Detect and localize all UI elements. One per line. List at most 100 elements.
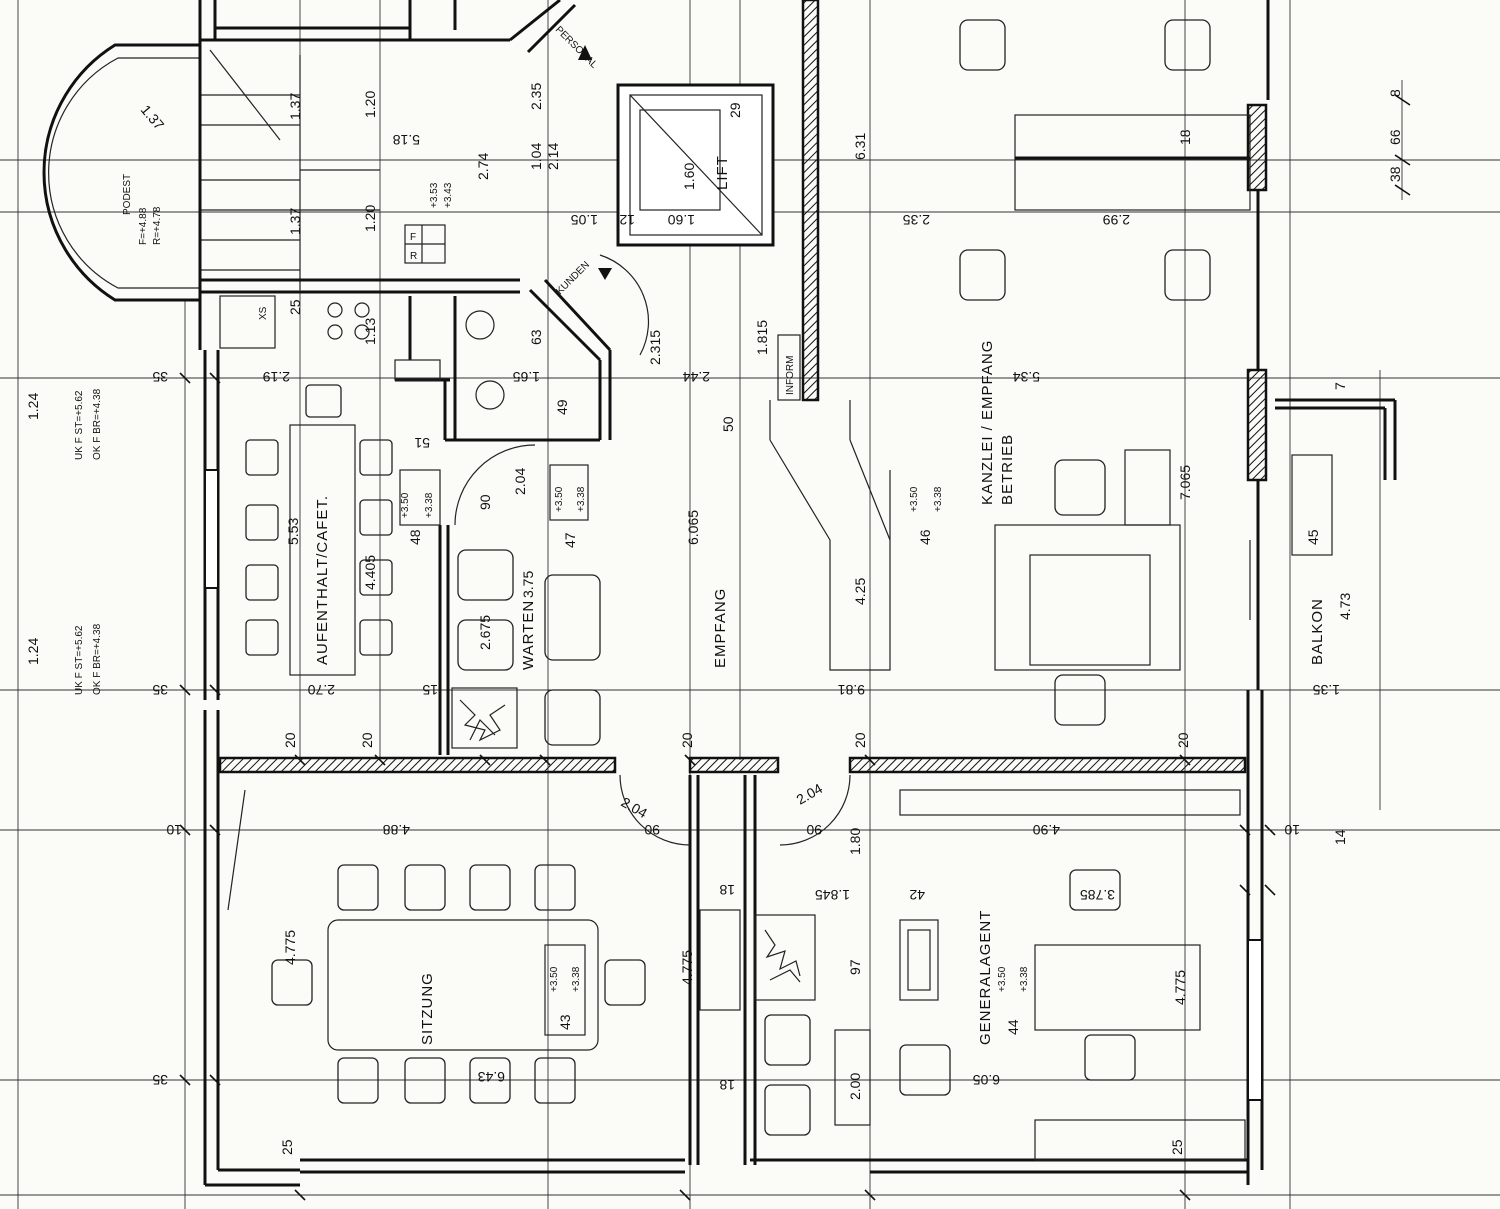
level-338-e: +3.38 bbox=[1019, 966, 1030, 992]
dim-120a: 1.20 bbox=[362, 91, 378, 118]
dim-48: 48 bbox=[407, 529, 423, 545]
room-label-aufenthalt: AUFENTHALT/CAFET. bbox=[314, 495, 331, 665]
f-label: F bbox=[410, 232, 416, 243]
ok-level-1: OK F BR=+4.38 bbox=[92, 388, 103, 460]
uk-level-1: UK F ST=+5.62 bbox=[74, 390, 85, 460]
level-350-c: +3.50 bbox=[909, 486, 920, 512]
dim-120b: 1.20 bbox=[362, 205, 378, 232]
stair-arrow-icon bbox=[578, 45, 612, 280]
dim-518: 5.18 bbox=[393, 132, 420, 148]
dim-14: 14 bbox=[1332, 829, 1348, 845]
dim-8: 8 bbox=[1387, 89, 1403, 97]
room-label-warten: WARTEN bbox=[520, 600, 537, 670]
dim-4405: 4.405 bbox=[362, 555, 378, 590]
dim-20b: 20 bbox=[359, 732, 375, 748]
dim-66: 66 bbox=[1387, 129, 1403, 145]
room-label-kunden: KUNDEN bbox=[554, 259, 592, 297]
dim-7: 7 bbox=[1332, 382, 1348, 390]
dim-137c: 1.37 bbox=[138, 102, 168, 133]
dim-35b: 35 bbox=[152, 682, 168, 698]
dim-35c: 35 bbox=[152, 1072, 168, 1088]
dim-20d: 20 bbox=[852, 732, 868, 748]
dim-90b: 90 bbox=[644, 822, 660, 838]
dimension-ticks bbox=[179, 94, 1411, 1201]
dim-1055: 1.05 bbox=[571, 212, 598, 228]
dim-97: 97 bbox=[847, 959, 863, 975]
agent-office-furniture bbox=[764, 789, 1246, 1161]
f-value: +3.53 bbox=[429, 182, 440, 208]
dim-605: 6.05 bbox=[973, 1072, 1000, 1088]
dim-473: 4.73 bbox=[1337, 593, 1353, 620]
dim-981: 9.81 bbox=[838, 682, 865, 698]
dim-643: 6.43 bbox=[478, 1069, 505, 1085]
dim-235b: 2.35 bbox=[903, 212, 930, 228]
cafeteria-room bbox=[203, 295, 600, 755]
staircase bbox=[42, 0, 520, 350]
dim-2315: 2.315 bbox=[647, 330, 663, 365]
dim-25a: 25 bbox=[287, 299, 303, 315]
level-350-d: +3.50 bbox=[549, 966, 560, 992]
level-annotations: UK F ST=+5.62 OK F BR=+4.38 UK F ST=+5.6… bbox=[74, 182, 1030, 992]
dim-20c: 20 bbox=[679, 732, 695, 748]
dim-49: 49 bbox=[554, 399, 570, 415]
office-area bbox=[959, 0, 1397, 726]
dim-375: 3.75 bbox=[520, 571, 536, 598]
level-338-b: +3.38 bbox=[576, 486, 587, 512]
dim-235: 2.35 bbox=[528, 83, 544, 110]
dim-25c: 25 bbox=[1169, 1139, 1185, 1155]
dim-18b: 18 bbox=[719, 882, 735, 898]
room-label-betrieb: BETRIEB bbox=[999, 434, 1016, 505]
dim-10b: 10 bbox=[1284, 822, 1300, 838]
dim-270: 2.70 bbox=[308, 682, 335, 698]
dim-46: 46 bbox=[917, 529, 933, 545]
dim-4775b: 4.775 bbox=[679, 950, 695, 985]
dim-43: 43 bbox=[557, 1014, 573, 1030]
dim-63: 63 bbox=[528, 329, 544, 345]
dim-631: 6.31 bbox=[852, 133, 868, 160]
dim-10a: 10 bbox=[166, 822, 182, 838]
dim-35a: 35 bbox=[152, 369, 168, 385]
level-338-c: +3.38 bbox=[933, 486, 944, 512]
level-338-d: +3.38 bbox=[571, 966, 582, 992]
meeting-room-furniture bbox=[271, 864, 646, 1104]
dim-4775a: 4.775 bbox=[282, 930, 298, 965]
dim-50: 50 bbox=[720, 416, 736, 432]
dim-137b: 1.37 bbox=[287, 208, 303, 235]
dim-51: 51 bbox=[414, 435, 430, 451]
dim-45: 45 bbox=[1305, 529, 1321, 545]
dim-214: 2.14 bbox=[545, 143, 561, 170]
level-338-a: +3.38 bbox=[424, 492, 435, 518]
r-value: +3.43 bbox=[443, 182, 454, 208]
dim-2675: 2.675 bbox=[477, 615, 493, 650]
reception-counter bbox=[769, 400, 891, 671]
room-label-kanzlei: KANZLEI / EMPFANG bbox=[979, 340, 996, 505]
dim-20a: 20 bbox=[282, 732, 298, 748]
room-label-inform: INFORM bbox=[785, 356, 796, 395]
dimension-labels: 1.37 1.37 1.37 1.20 1.20 5.18 2.74 1.04 … bbox=[25, 83, 1403, 1155]
dim-90a: 90 bbox=[477, 494, 493, 510]
dim-42: 42 bbox=[909, 887, 925, 903]
dim-1815: 1.815 bbox=[754, 320, 770, 355]
corridor-wall bbox=[203, 690, 1264, 1187]
dim-553: 5.53 bbox=[285, 518, 301, 545]
dim-425: 4.25 bbox=[852, 578, 868, 605]
room-label-lift: LIFT bbox=[714, 155, 731, 190]
level-350-b: +3.50 bbox=[554, 486, 565, 512]
dim-12: 12 bbox=[619, 212, 635, 228]
dim-1160: 1.60 bbox=[668, 212, 695, 228]
dim-29: 29 bbox=[727, 102, 743, 118]
level-350-e: +3.50 bbox=[997, 966, 1008, 992]
level-350-a: +3.50 bbox=[400, 492, 411, 518]
dim-124b: 1.24 bbox=[25, 638, 41, 665]
dim-3785: 3.785 bbox=[1080, 887, 1115, 903]
room-label-empfang: EMPFANG bbox=[712, 588, 729, 668]
room-label-sitzung: SITZUNG bbox=[419, 972, 436, 1045]
dim-38: 38 bbox=[1387, 166, 1403, 182]
dim-137a: 1.37 bbox=[287, 93, 303, 120]
room-label-personal: PERSONAL bbox=[553, 24, 600, 71]
podest-label: PODEST bbox=[122, 174, 133, 215]
dim-534: 5.34 bbox=[1013, 369, 1040, 385]
podest-f: F=+4.88 bbox=[138, 207, 149, 245]
dim-488: 4.88 bbox=[383, 822, 410, 838]
